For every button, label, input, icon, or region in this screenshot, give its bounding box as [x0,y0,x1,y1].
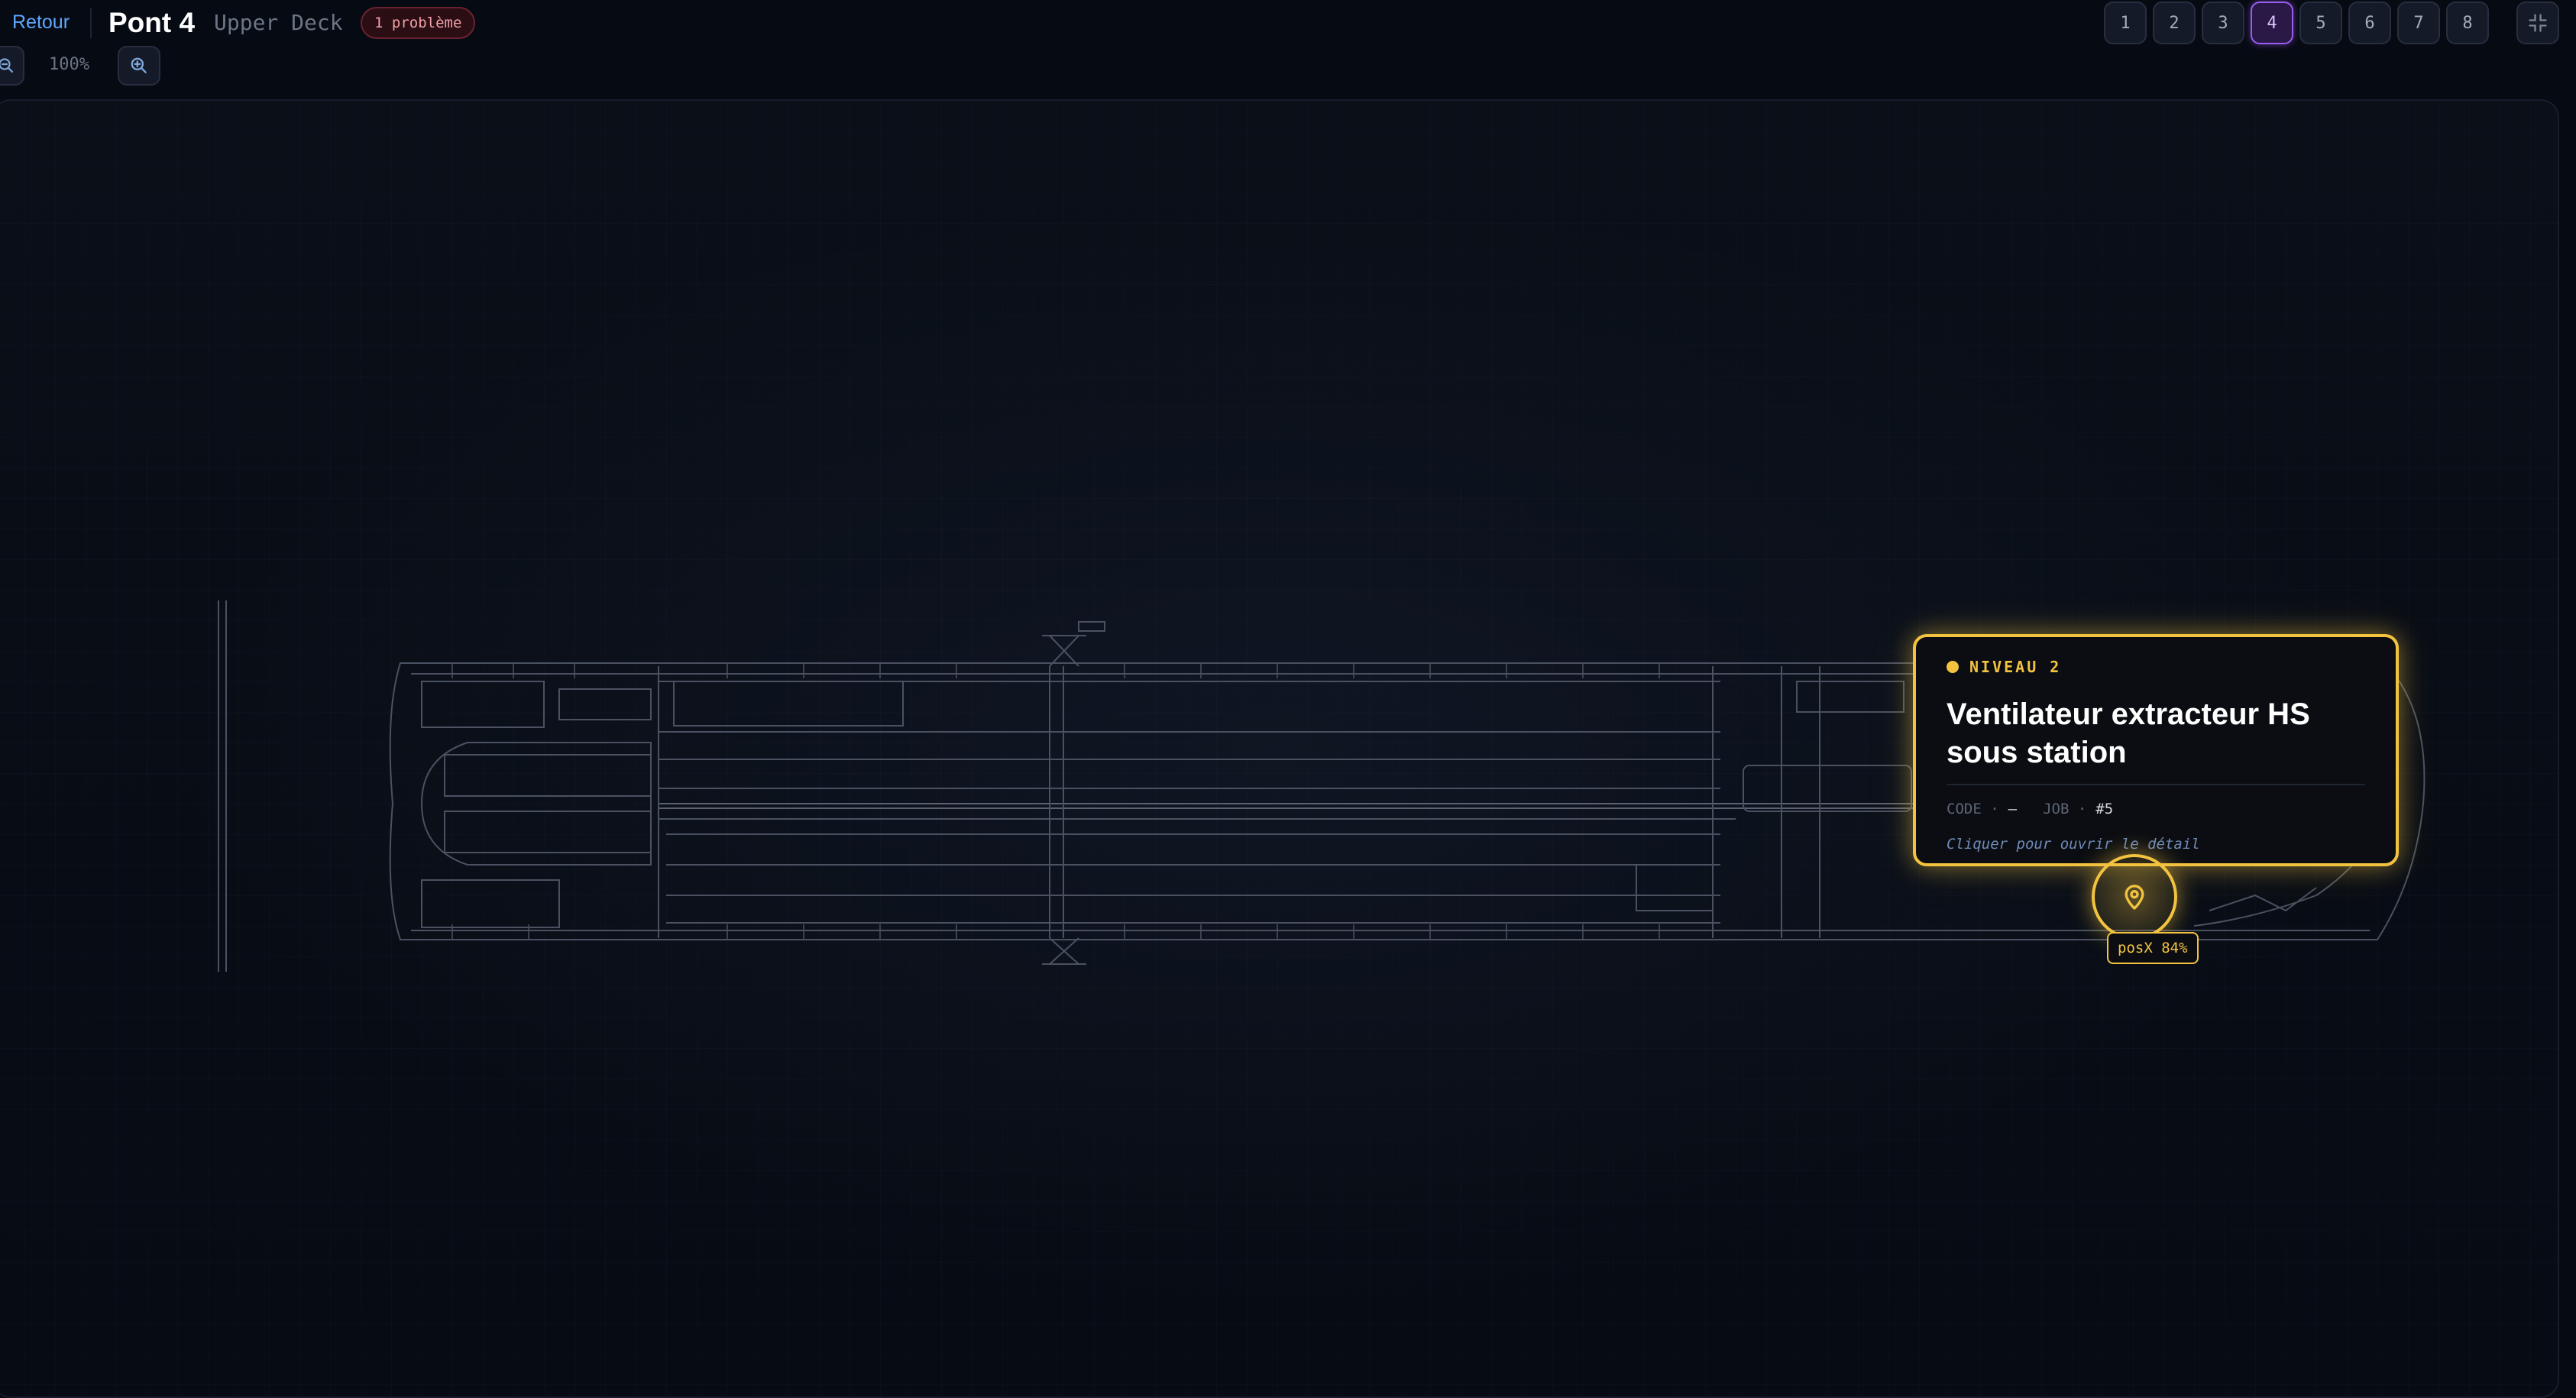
deck-button-1[interactable]: 1 [2104,2,2147,44]
issue-marker[interactable] [2092,854,2177,940]
deck-button-7[interactable]: 7 [2397,2,2440,44]
issue-level-row: NIVEAU 2 [1947,655,2365,678]
exit-fullscreen-icon [2529,14,2547,32]
issue-title: Ventilateur extracteur HS sous station [1947,697,2310,769]
deck-selector: 1 2 3 4 5 6 7 8 [2104,2,2489,44]
card-divider [1947,784,2365,785]
back-link[interactable]: Retour [12,11,70,33]
deck-button-8[interactable]: 8 [2446,2,2489,44]
deck-button-5[interactable]: 5 [2299,2,2342,44]
exit-fullscreen-button[interactable] [2516,2,2559,44]
zoom-level: 100% [49,55,89,74]
zoom-in-button[interactable] [118,46,160,86]
issue-level: NIVEAU 2 [1969,658,2062,676]
job-label: JOB · [2043,801,2087,817]
page-title: Pont 4 [108,7,196,38]
level-dot-icon [1947,661,1959,673]
zoom-out-icon [0,58,14,73]
top-bar: Retour Pont 4 Upper Deck 1 problème 1 2 … [0,0,2576,46]
zoom-in-icon [131,57,147,73]
deck-button-2[interactable]: 2 [2153,2,2196,44]
code-label: CODE · [1947,801,1999,817]
page-subtitle: Upper Deck [214,10,343,35]
deck-button-3[interactable]: 3 [2202,2,2244,44]
job-value: #5 [2095,801,2114,817]
issue-meta: CODE · — JOB · #5 [1947,799,2365,819]
deck-button-4[interactable]: 4 [2251,2,2293,44]
deck-button-6[interactable]: 6 [2348,2,2391,44]
code-value: — [2008,801,2018,817]
problem-count-badge[interactable]: 1 problème [361,7,476,39]
deck-plan-drawing [218,600,2426,972]
zoom-out-button[interactable] [0,46,24,86]
open-detail-hint: Cliquer pour ouvrir le détail [1947,836,2200,853]
map-pin-icon [2125,885,2144,910]
header-divider [90,8,92,38]
marker-position-label: posX 84% [2107,932,2199,964]
issue-card[interactable]: NIVEAU 2 Ventilateur extracteur HS sous … [1913,634,2399,866]
